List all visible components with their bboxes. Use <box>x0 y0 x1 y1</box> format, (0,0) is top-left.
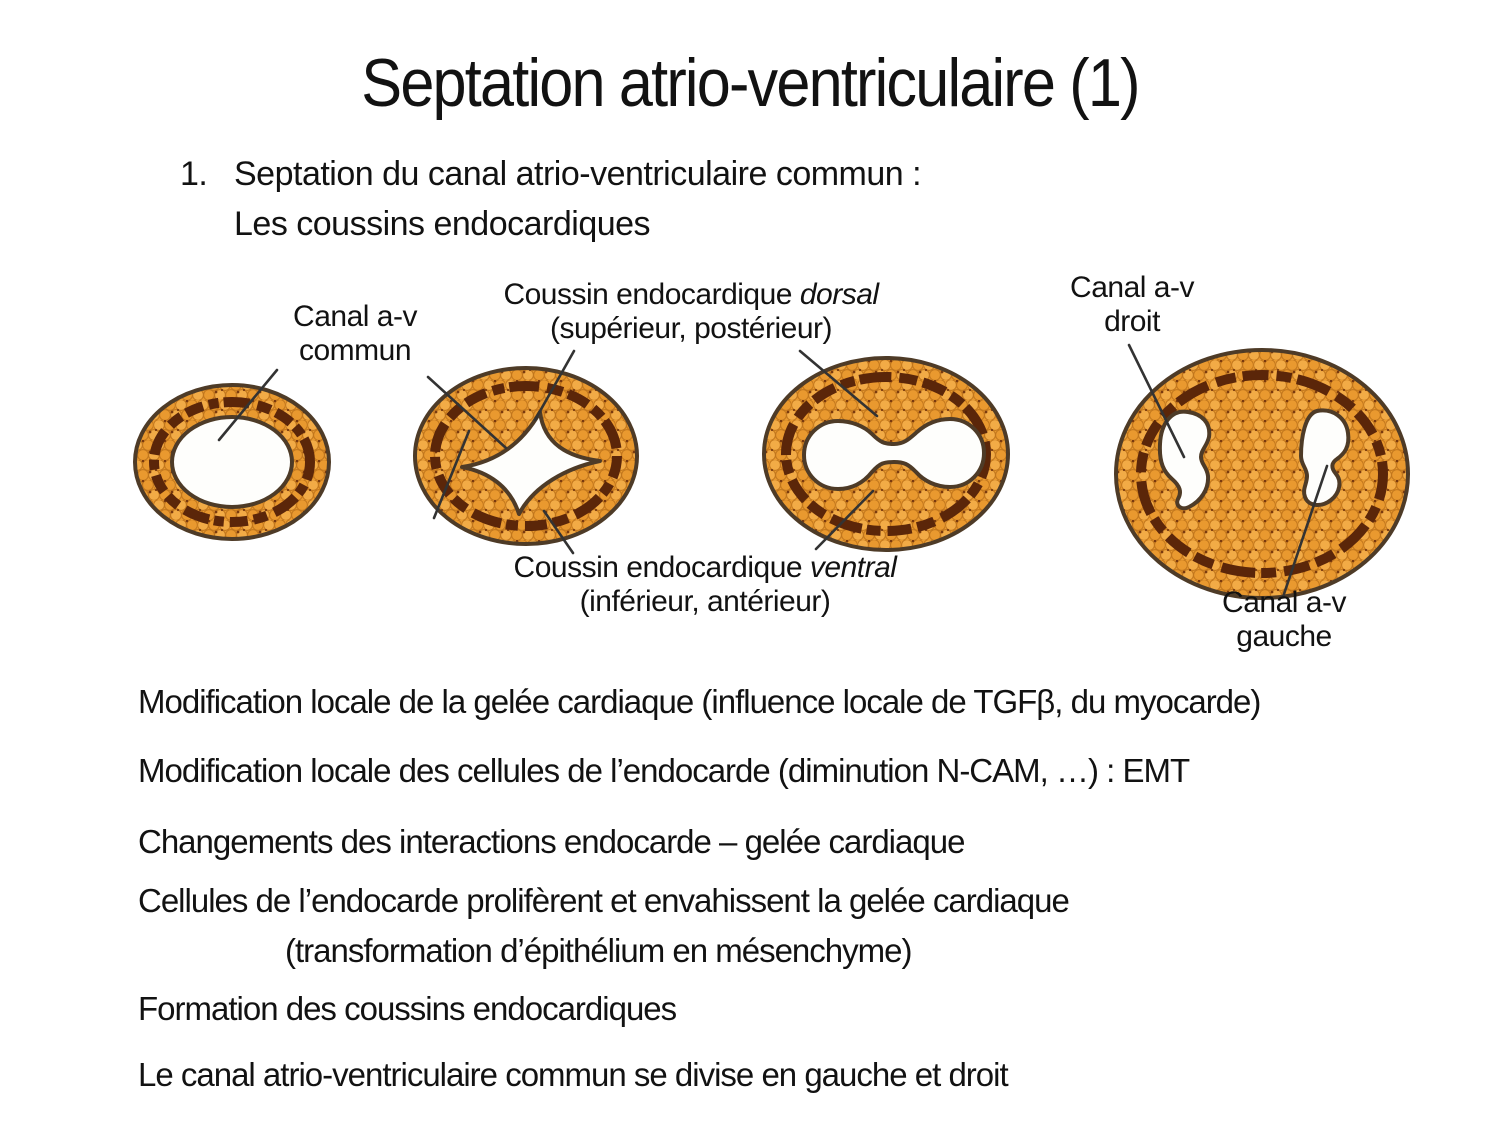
leader-ventral-to-stage2 <box>542 509 575 555</box>
body-paragraph: Modification locale des cellules de l’en… <box>138 752 1190 789</box>
list-line-1: Septation du canal atrio-ventriculaire c… <box>234 155 922 193</box>
leader-commun-to-stage2 <box>426 375 508 450</box>
stage-cushions-approaching-diagram <box>762 356 1010 552</box>
label-coussin-dorsal: Coussin endocardique dorsal (supérieur, … <box>503 278 879 345</box>
label-line: Coussin endocardique dorsal <box>503 278 879 311</box>
label-line: droit <box>1104 304 1160 338</box>
leader-dorsal-to-stage3 <box>798 349 879 418</box>
leader-commun-to-stage1 <box>217 368 279 442</box>
leader-gauche-to-stage4 <box>1281 464 1329 599</box>
body-paragraph: Le canal atrio-ventriculaire commun se d… <box>138 1056 1009 1093</box>
body-paragraph: Changements des interactions endocarde –… <box>138 823 965 860</box>
numbered-list-item: 1. Septation du canal atrio-ventriculair… <box>180 149 922 250</box>
label-canal-av-commun: Canal a-v commun <box>293 300 417 367</box>
label-line: Canal a-v <box>1222 586 1346 619</box>
label-line: commun <box>298 333 412 367</box>
label-line: gauche <box>1236 619 1332 653</box>
label-canal-av-gauche: Canal a-v gauche <box>1222 586 1346 653</box>
leader-through-stage2 <box>432 429 471 520</box>
leader-dorsal-to-stage2 <box>533 349 576 422</box>
list-line-2: Les coussins endocardiques <box>234 205 651 244</box>
list-number: 1. <box>180 155 208 193</box>
label-canal-av-droit: Canal a-v droit <box>1070 271 1194 338</box>
body-paragraph: Modification locale de la gelée cardiaqu… <box>138 683 1261 720</box>
stage-canals-divided-diagram <box>1114 348 1410 600</box>
stage-canal-commun-diagram <box>133 383 331 541</box>
left-canal-lumen <box>1299 408 1351 507</box>
leader-droit-to-stage4 <box>1127 343 1186 459</box>
body-paragraph: Formation des coussins endocardiques <box>138 990 677 1027</box>
label-coussin-ventral: Coussin endocardique ventral (inférieur,… <box>514 551 897 618</box>
label-line: Canal a-v <box>293 300 417 333</box>
label-line: Canal a-v <box>1070 271 1194 304</box>
body-paragraph-indented: (transformation d’épithélium en mésenchy… <box>285 932 912 969</box>
slide-title: Septation atrio-ventriculaire (1) <box>361 45 1140 121</box>
leader-ventral-to-stage3 <box>814 489 875 551</box>
body-paragraph: Cellules de l’endocarde prolifèrent et e… <box>138 882 1070 919</box>
label-line: (inférieur, antérieur) <box>579 584 831 618</box>
label-line: (supérieur, postérieur) <box>550 311 832 345</box>
stage-cushions-forming-diagram <box>413 366 639 546</box>
label-line: Coussin endocardique ventral <box>513 551 897 584</box>
